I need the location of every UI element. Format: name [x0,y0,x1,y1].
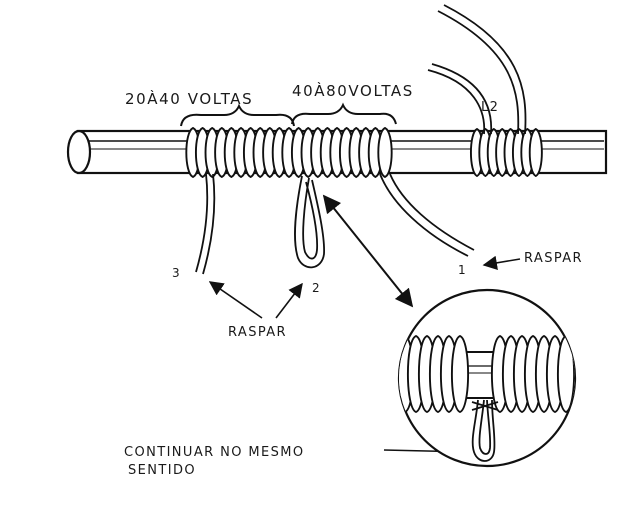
magnify-arrow [322,194,414,308]
lead-2-loop [294,175,325,269]
magnified-tap-loop [471,399,499,462]
raspar-right-label: RASPAR [524,251,583,266]
magnified-left-turn [450,334,470,414]
raspar-bottom-label: RASPAR [228,325,287,340]
lead-3-label: 3 [172,266,180,280]
main-winding [185,126,393,179]
l2-winding [469,127,543,178]
lead-1-label: 1 [458,263,466,277]
section-braces [180,102,397,127]
continue-label-line2: SENTIDO [128,463,196,478]
lead-1-wire [379,173,475,257]
magnified-detail [397,288,577,468]
raspar-arrows [208,255,521,319]
lead-2-label: 2 [312,281,320,295]
winding-turn [377,126,393,179]
section2-turns-label: 40À80VOLTAS [292,81,414,100]
magnified-coils [399,334,575,414]
continue-label-line1: CONTINUAR NO MESMO [124,445,305,460]
magnified-right-turn [556,334,575,414]
l2-label: L2 [481,100,499,115]
section1-turns-label: 20À40 VOLTAS [125,89,253,108]
lead-3-wire [195,173,216,275]
l2-leads [427,4,527,135]
l2-winding-turn [528,127,543,178]
